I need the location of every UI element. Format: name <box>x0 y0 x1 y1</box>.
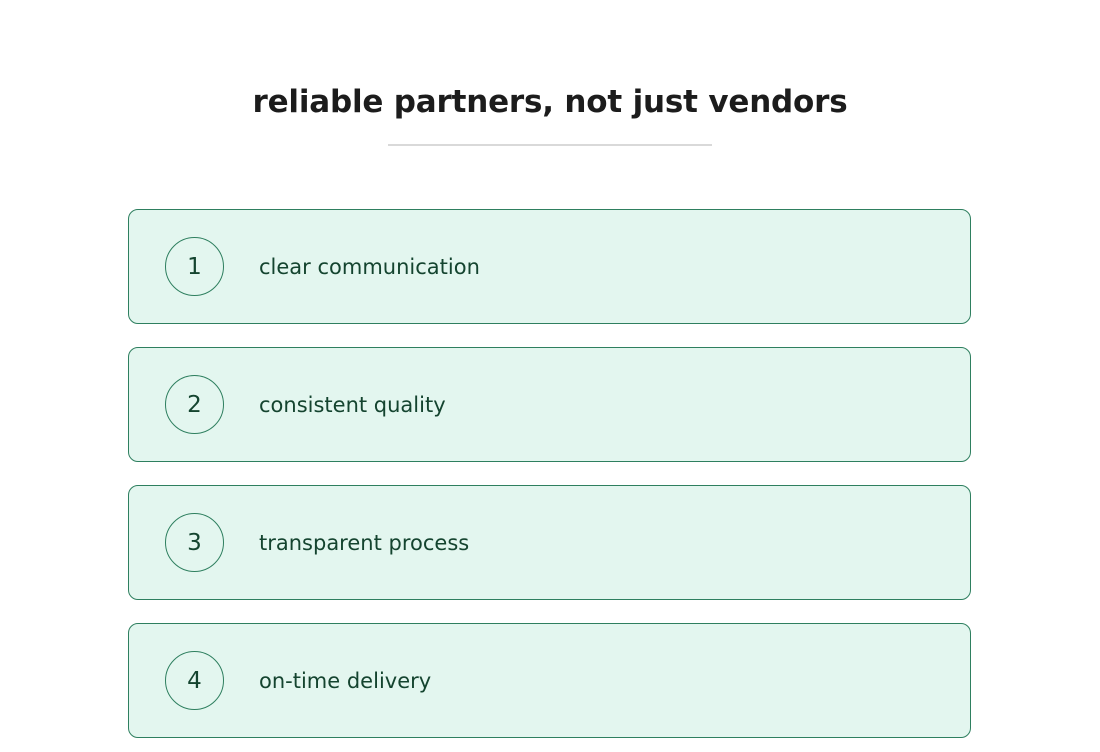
item-label: clear communication <box>259 255 480 279</box>
item-number-badge: 2 <box>165 375 224 434</box>
item-number-badge: 1 <box>165 237 224 296</box>
feature-list: 1 clear communication 2 consistent quali… <box>128 209 971 752</box>
page-title: reliable partners, not just vendors <box>252 84 848 120</box>
list-item-consistent-quality: 2 consistent quality <box>128 347 971 462</box>
item-label: on-time delivery <box>259 669 432 693</box>
list-item-clear-communication: 1 clear communication <box>128 209 971 324</box>
title-divider <box>388 144 712 146</box>
list-item-transparent-process: 3 transparent process <box>128 485 971 600</box>
item-number-badge: 4 <box>165 651 224 710</box>
item-label: transparent process <box>259 531 470 555</box>
item-label: consistent quality <box>259 393 446 417</box>
list-item-on-time-delivery: 4 on-time delivery <box>128 623 971 738</box>
item-number-badge: 3 <box>165 513 224 572</box>
